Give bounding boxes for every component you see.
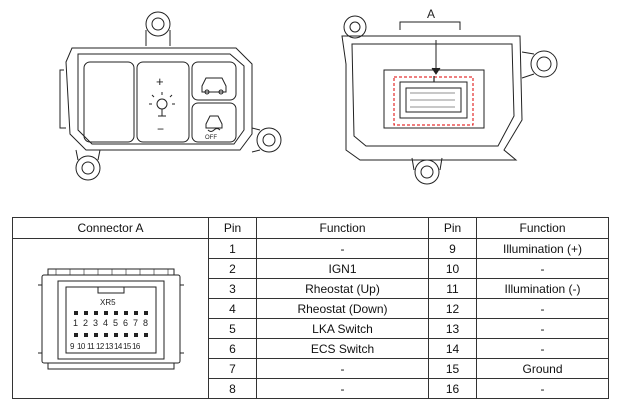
connector-pin-table: Connector A Pin Function Pin Function <box>12 217 609 399</box>
pin-number: 8 <box>143 318 148 328</box>
function-cell: Illumination (-) <box>476 278 609 299</box>
table-row: 3 Rheostat (Up) 11 Illumination (-) <box>13 278 609 299</box>
function-cell: - <box>476 298 609 319</box>
pin-cell: 15 <box>428 358 477 379</box>
pin-cell: 12 <box>428 298 477 319</box>
pin-cell: 11 <box>428 278 477 299</box>
pin-cell: 2 <box>208 258 257 279</box>
pin-cell: 5 <box>208 318 257 339</box>
function-cell: IGN1 <box>256 258 429 279</box>
table-row: 8 - 16 - <box>13 378 609 399</box>
function-cell: Rheostat (Down) <box>256 298 429 319</box>
pin-cell: 10 <box>428 258 477 279</box>
connector-label: XR5 <box>100 298 116 307</box>
switch-rear-view <box>341 15 558 185</box>
header-pin-left: Pin <box>208 217 257 239</box>
table-row: 2 IGN1 10 - <box>13 258 609 279</box>
header-connector: Connector A <box>12 217 209 239</box>
pin-number: 14 <box>114 342 123 351</box>
function-cell: - <box>256 358 429 379</box>
pin-number: 1 <box>73 318 78 328</box>
table-row: 6 ECS Switch 14 - <box>13 338 609 359</box>
pin-number: 13 <box>105 342 114 351</box>
function-cell: Rheostat (Up) <box>256 278 429 299</box>
pin-cell: 6 <box>208 338 257 359</box>
table-row: XR5 1 2 3 4 5 6 7 8 9 10 11 <box>12 238 609 399</box>
table-header-row: Connector A Pin Function Pin Function <box>12 217 609 239</box>
pin-number: 15 <box>123 342 132 351</box>
lka-car-icon <box>201 77 227 95</box>
minus-symbol: − <box>157 122 164 136</box>
function-cell: - <box>256 378 429 399</box>
pin-number: 2 <box>83 318 88 328</box>
function-cell: - <box>476 378 609 399</box>
pin-cell: 13 <box>428 318 477 339</box>
plus-symbol: + <box>156 74 164 89</box>
header-function-left: Function <box>256 217 429 239</box>
pin-cell: 4 <box>208 298 257 319</box>
table-row: 4 Rheostat (Down) 12 - <box>13 298 609 319</box>
rheostat-icon <box>149 92 175 117</box>
pin-number: 12 <box>96 342 105 351</box>
function-cell: Ground <box>476 358 609 379</box>
function-cell: Illumination (+) <box>476 238 609 259</box>
switch-assembly-drawings: + − OFF A <box>59 7 558 185</box>
off-label: OFF <box>205 135 217 141</box>
header-pin-right: Pin <box>428 217 477 239</box>
switch-front-view <box>59 11 282 181</box>
pin-number: 6 <box>123 318 128 328</box>
pin-cell: 14 <box>428 338 477 359</box>
pin-cell: 7 <box>208 358 257 379</box>
pin-number: 5 <box>113 318 118 328</box>
header-function-right: Function <box>476 217 609 239</box>
connector-face-cell: XR5 1 2 3 4 5 6 7 8 9 10 11 <box>12 238 209 399</box>
ecs-off-icon <box>205 115 223 132</box>
function-cell: - <box>476 338 609 359</box>
function-cell: - <box>476 258 609 279</box>
pin-number: 4 <box>103 318 108 328</box>
pin-number: 3 <box>93 318 98 328</box>
pin-number: 10 <box>77 342 86 351</box>
pin-cell: 8 <box>208 378 257 399</box>
function-cell: LKA Switch <box>256 318 429 339</box>
table-row: 7 - 15 Ground <box>13 358 609 379</box>
function-cell: - <box>476 318 609 339</box>
function-cell: ECS Switch <box>256 338 429 359</box>
pin-number: 11 <box>87 342 95 351</box>
connector-face-diagram: XR5 1 2 3 4 5 6 7 8 9 10 11 <box>37 268 184 369</box>
pin-number: 16 <box>132 342 141 351</box>
pin-number: 9 <box>70 342 75 351</box>
pin-cell: 16 <box>428 378 477 399</box>
pin-cell: 1 <box>208 238 257 259</box>
table-row: 5 LKA Switch 13 - <box>13 318 609 339</box>
pin-cell: 3 <box>208 278 257 299</box>
pin-number: 7 <box>133 318 138 328</box>
connector-a-callout: A <box>427 7 435 21</box>
function-cell: - <box>256 238 429 259</box>
pin-cell: 9 <box>428 238 477 259</box>
pin-cavities <box>73 310 148 337</box>
